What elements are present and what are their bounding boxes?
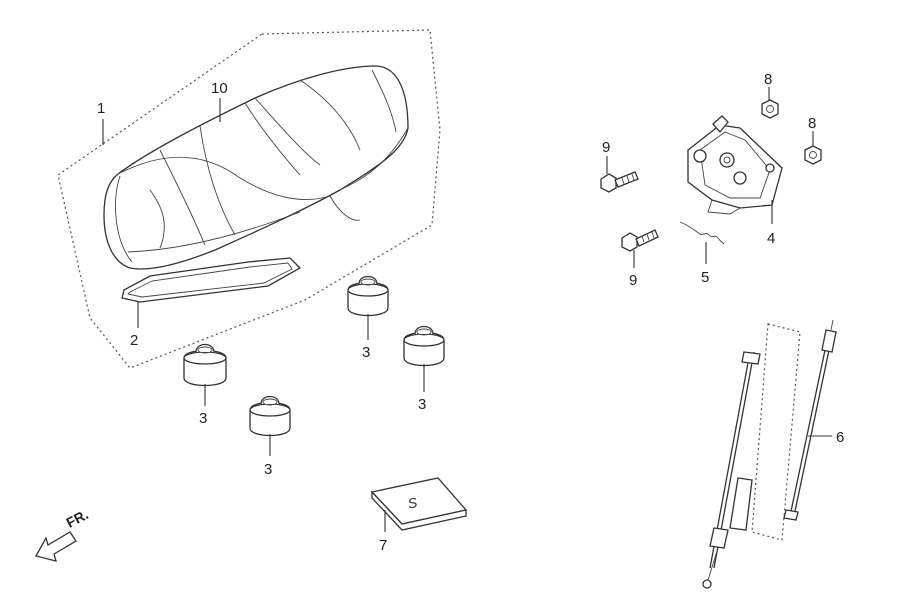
bolt-a bbox=[600, 171, 639, 193]
callout-4: 4 bbox=[767, 230, 775, 247]
cushion-d bbox=[403, 325, 445, 367]
cushion-a bbox=[183, 343, 227, 387]
callout-8a: 8 bbox=[764, 71, 772, 88]
callout-5: 5 bbox=[701, 269, 709, 286]
seat-gasket bbox=[121, 257, 302, 303]
callout-1: 1 bbox=[97, 100, 105, 117]
bolt-b bbox=[621, 229, 659, 252]
cushion-b bbox=[249, 395, 291, 437]
callout-9a: 9 bbox=[602, 139, 610, 156]
callout-3c: 3 bbox=[362, 344, 370, 361]
manual-glyph: S bbox=[406, 494, 419, 512]
nut-a bbox=[761, 99, 779, 119]
callout-10: 10 bbox=[211, 80, 228, 97]
nut-b bbox=[804, 145, 822, 165]
seat-lock bbox=[687, 115, 783, 215]
front-direction-arrow: FR. bbox=[35, 506, 91, 562]
callout-3a: 3 bbox=[199, 410, 207, 427]
callout-8b: 8 bbox=[808, 115, 816, 132]
cable-right bbox=[783, 319, 837, 521]
cushion-c bbox=[347, 275, 389, 317]
cable-left bbox=[702, 351, 761, 589]
callout-3b: 3 bbox=[264, 461, 272, 478]
callout-2: 2 bbox=[130, 332, 138, 349]
callout-3d: 3 bbox=[418, 396, 426, 413]
seat bbox=[103, 65, 409, 270]
cable-group-boundary bbox=[751, 323, 801, 541]
spring bbox=[679, 221, 725, 245]
callout-9b: 9 bbox=[629, 272, 637, 289]
callout-7: 7 bbox=[379, 537, 387, 554]
seat-group-boundary bbox=[57, 29, 441, 369]
front-label: FR. bbox=[63, 506, 90, 531]
manual-book: S bbox=[370, 477, 468, 531]
callout-6: 6 bbox=[836, 429, 844, 446]
